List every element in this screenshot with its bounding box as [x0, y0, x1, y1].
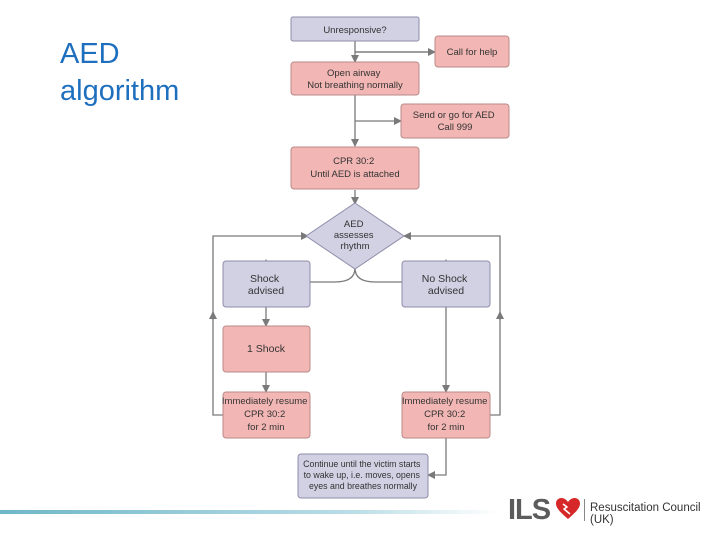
- heart-icon: [556, 498, 580, 519]
- node-aed-assess: AED assesses rhythm: [305, 202, 405, 270]
- node-shock-advised-text: Shock advised: [248, 273, 284, 297]
- slide-title: AED algorithm: [60, 36, 179, 110]
- slide-title-line-1: AED: [60, 38, 120, 70]
- footer-accent-bar: [0, 510, 500, 514]
- connector-to-no-shock: [354, 259, 450, 283]
- node-call-help: Call for help: [434, 35, 510, 68]
- connector-left-loop-up: [209, 311, 223, 416]
- node-no-shock-advised: No Shock advised: [401, 260, 491, 308]
- connector-to-continue: [427, 438, 447, 479]
- node-aed-assess-text: AED assesses rhythm: [334, 219, 376, 252]
- logo-divider: [584, 499, 585, 521]
- node-open-airway-text: Open airway Not breathing normally: [307, 68, 403, 91]
- node-send-aed-text: Send or go for AED Call 999: [413, 110, 498, 133]
- node-unresponsive-text: Unresponsive?: [323, 25, 386, 36]
- connector-right-loop-up: [490, 311, 504, 416]
- node-continue: Continue until the victim starts to wake…: [297, 453, 429, 499]
- node-open-airway: Open airway Not breathing normally: [290, 61, 420, 96]
- node-no-shock-advised-text: No Shock advised: [422, 273, 470, 297]
- node-resume-right: Immediately resume CPR 30:2 for 2 min: [401, 391, 491, 439]
- node-send-aed: Send or go for AED Call 999: [400, 103, 510, 139]
- node-cpr: CPR 30:2 Until AED is attached: [290, 146, 420, 190]
- node-unresponsive: Unresponsive?: [290, 16, 420, 42]
- organization-name: Resuscitation Council (UK): [590, 502, 701, 526]
- slide-title-line-2: algorithm: [60, 75, 180, 107]
- node-continue-text: Continue until the victim starts to wake…: [303, 459, 423, 491]
- connectors: [209, 41, 504, 479]
- node-cpr-text: CPR 30:2 Until AED is attached: [310, 156, 399, 180]
- node-resume-right-text: Immediately resume CPR 30:2 for 2 min: [402, 396, 490, 433]
- connector-right-loop-top: [403, 232, 501, 320]
- node-one-shock: 1 Shock: [222, 325, 311, 373]
- ils-logo: ILS: [508, 494, 551, 526]
- node-one-shock-text: 1 Shock: [247, 343, 286, 355]
- node-call-help-text: Call for help: [447, 47, 498, 58]
- node-resume-left-text: Immediately resume CPR 30:2 for 2 min: [222, 396, 310, 433]
- node-resume-left: Immediately resume CPR 30:2 for 2 min: [222, 391, 311, 439]
- connector-left-loop-top: [212, 232, 309, 320]
- node-shock-advised: Shock advised: [222, 260, 311, 308]
